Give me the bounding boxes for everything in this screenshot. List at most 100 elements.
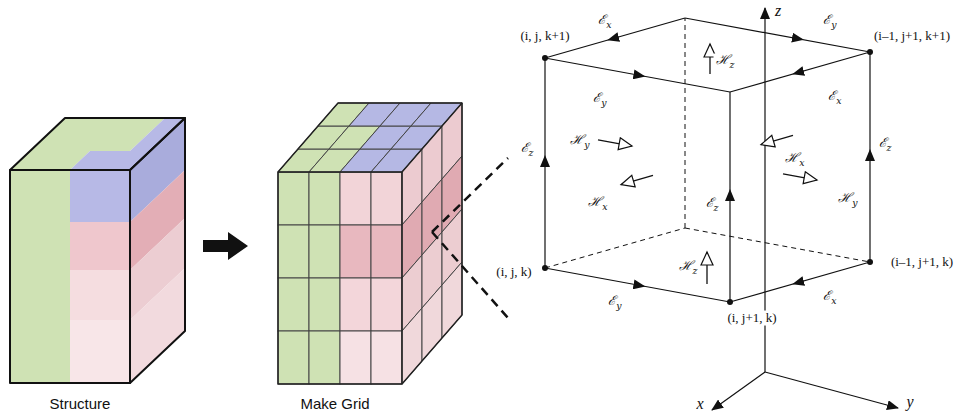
axis-label: x (694, 395, 705, 413)
field-component-label: ℋx (783, 151, 806, 168)
axis-label: y (904, 393, 915, 411)
grid-side-cells (402, 103, 462, 384)
field-subscript: y (831, 19, 836, 30)
field-subscript: z (887, 142, 892, 153)
field-subscript: x (836, 95, 841, 106)
e-field-arrows (798, 281, 802, 282)
grid-point-dots (867, 259, 873, 265)
grid-outline (401, 172, 403, 384)
e-field-arrows (545, 37, 870, 285)
field-component-label: ℰx (821, 289, 838, 306)
yee-cell-edges (545, 18, 870, 302)
field-component-label: ℋy (568, 133, 591, 150)
field-symbol: ℰ (828, 88, 836, 103)
grid-front-cells (309, 225, 340, 278)
yee-cell-edges (545, 268, 730, 302)
field-component-label: ℋz (714, 53, 737, 70)
caption-label: Make Grid (298, 395, 371, 412)
e-field-arrows (798, 71, 802, 72)
grid-point-dots (542, 265, 548, 271)
grid-front-cells (309, 278, 340, 331)
grid-front-cells (278, 278, 309, 331)
field-component-label: ℋx (586, 195, 609, 212)
field-symbol: ℰ (598, 12, 606, 27)
field-symbol: ℰ (823, 288, 831, 303)
grid-point-label: (i–1, j+1, k) (889, 255, 955, 270)
grid-cube (278, 103, 462, 384)
yee-cell-edges (685, 18, 870, 52)
zoom-lines (432, 158, 508, 232)
field-symbol: ℋ (838, 190, 852, 205)
structure-cube (10, 170, 130, 383)
grid-front-cells (340, 278, 371, 331)
grid-front-cells (371, 278, 402, 331)
e-field-arrows (613, 37, 617, 38)
field-symbol: ℋ (679, 258, 693, 273)
grid-front-cells (371, 172, 402, 225)
yee-cell-hidden-edges (545, 228, 685, 268)
structure-cube (10, 118, 185, 383)
e-field-arrows (869, 155, 870, 159)
yee-cell-hidden-edges (685, 18, 686, 228)
zoom-lines (432, 158, 508, 318)
process-arrow (203, 232, 248, 260)
e-field-arrows (729, 195, 730, 199)
grid-point-label: (i–1, j+1, k+1) (872, 29, 952, 44)
grid-front-cells (309, 331, 340, 384)
axis-label: z (773, 2, 783, 20)
e-field-arrows (544, 161, 545, 165)
field-subscript: y (601, 97, 606, 108)
field-component-label: ℋz (677, 259, 700, 276)
e-field-arrows (636, 74, 640, 76)
field-subscript: z (529, 147, 534, 158)
h-field-arrows (783, 174, 817, 180)
grid-outline (278, 103, 462, 384)
grid-point-dots (867, 49, 873, 55)
yee-cell-edges (730, 52, 870, 92)
yee-cell-edges (729, 92, 730, 302)
grid-outline (278, 103, 462, 384)
field-component-label: ℰy (591, 91, 608, 108)
grid-front-cells (278, 172, 309, 225)
field-symbol: ℰ (879, 135, 887, 150)
h-field-arrows (761, 135, 793, 144)
grid-front-cells (340, 331, 371, 384)
structure-cube (130, 268, 185, 383)
h-field-arrows (706, 252, 707, 284)
grid-front-cells (371, 331, 402, 384)
field-symbol: ℰ (521, 140, 529, 155)
grid-front-cells (340, 225, 371, 278)
field-component-label: ℰz (704, 196, 721, 213)
caption-label: Structure (48, 395, 113, 412)
field-component-label: ℰx (596, 13, 613, 30)
grid-front-cells (278, 172, 402, 384)
field-symbol: ℋ (716, 52, 730, 67)
field-symbol: ℋ (570, 132, 584, 147)
field-subscript: z (714, 202, 719, 213)
grid-front-cells (278, 225, 309, 278)
field-subscript: x (799, 157, 804, 168)
yee-cell-edges (869, 52, 870, 262)
yee-cell-hidden-edges (545, 18, 870, 268)
grid-point-label: (i, j, k+1) (518, 29, 571, 44)
grid-point-label: (i, j+1, k) (725, 311, 778, 326)
field-symbol: ℋ (588, 194, 602, 209)
structure-cube (70, 270, 130, 320)
yee-cell-edges (545, 58, 730, 92)
field-subscript: z (693, 265, 698, 276)
grid-point-dots (542, 55, 548, 61)
field-component-label: ℰz (877, 136, 894, 153)
structure-cube (70, 170, 130, 222)
e-field-arrows (794, 37, 798, 39)
field-subscript: y (584, 139, 589, 150)
grid-outline (278, 103, 462, 172)
field-subscript: x (606, 19, 611, 30)
h-field-arrows (598, 44, 817, 284)
e-field-arrows (636, 284, 640, 286)
structure-cube (10, 118, 185, 383)
field-symbol: ℰ (593, 90, 601, 105)
coordinate-axes (765, 372, 898, 408)
field-subscript: z (730, 59, 735, 70)
field-component-label: ℰy (606, 294, 623, 311)
